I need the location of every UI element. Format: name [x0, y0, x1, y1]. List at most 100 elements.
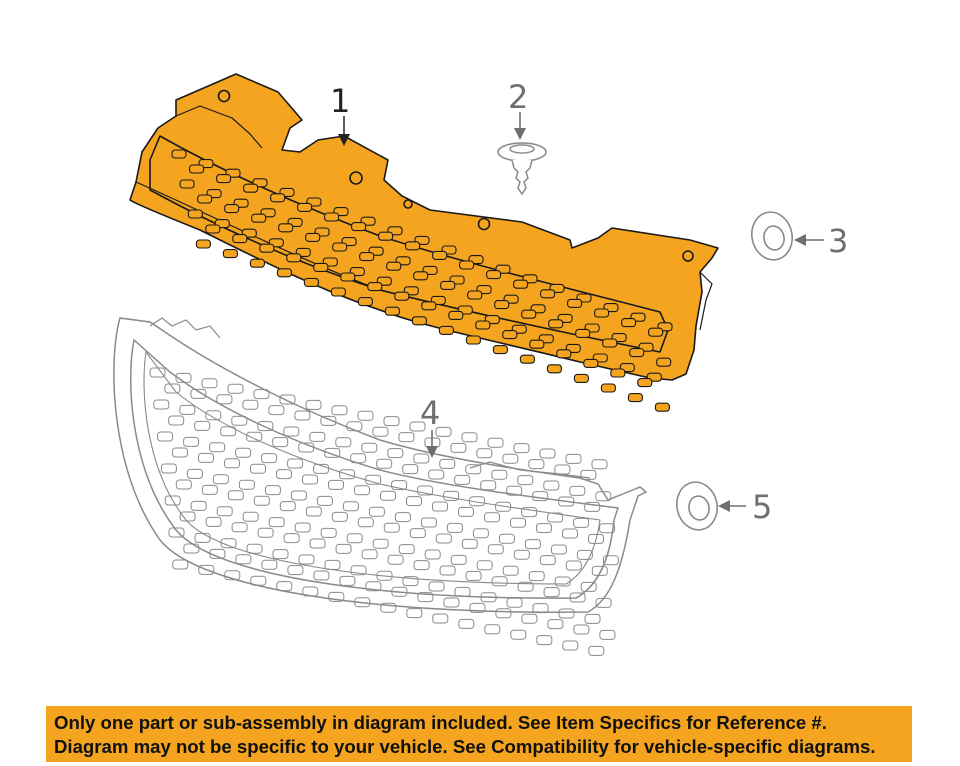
grille-cell	[383, 416, 400, 427]
callout-3-label: 3	[828, 222, 848, 260]
grille-cell	[268, 405, 285, 416]
grille-cell	[540, 289, 556, 299]
grille-cell	[446, 522, 463, 533]
grille-cell	[268, 517, 285, 528]
grille-cell	[417, 485, 434, 496]
grille-cell	[556, 349, 572, 359]
grille-cell	[591, 565, 608, 576]
grille-cell	[357, 297, 373, 307]
grille-cell	[386, 261, 402, 271]
grille-cell	[270, 193, 286, 203]
grille-cell	[458, 506, 474, 517]
grille-cell	[459, 260, 475, 270]
grille-cell	[313, 262, 329, 272]
callout-4-arrowhead	[426, 446, 438, 458]
grille-cell	[532, 491, 549, 502]
grille-cell	[484, 624, 501, 635]
grille-cell	[249, 258, 265, 268]
grille-cell	[259, 243, 275, 253]
grille-cell	[179, 404, 196, 415]
grille-cell	[562, 640, 579, 651]
grille-cell	[562, 528, 578, 539]
grille-cell	[201, 378, 218, 389]
grille-cell	[569, 592, 586, 603]
callout-5-label: 5	[752, 488, 772, 526]
grille-cell	[394, 512, 411, 523]
callout-2: 2	[508, 78, 528, 140]
grille-cell	[261, 559, 278, 570]
grille-cell	[257, 421, 274, 432]
grille-cell	[550, 544, 567, 555]
grille-cell	[251, 213, 267, 223]
grille-cell	[305, 399, 322, 410]
grille-cell	[331, 405, 348, 416]
grille-cell	[495, 608, 512, 619]
grille-cell	[212, 474, 229, 485]
grille-cell	[484, 512, 500, 523]
grille-cell	[205, 516, 222, 527]
grille-cell	[417, 592, 434, 603]
grille-cell	[302, 474, 318, 485]
grille-cell	[201, 484, 218, 495]
grille-cell	[351, 222, 367, 232]
grille-cell	[432, 501, 448, 512]
grille-cell	[521, 309, 537, 319]
grille-cell	[440, 280, 456, 290]
grille-cell	[222, 249, 238, 259]
grille-cell	[391, 586, 408, 597]
grille-cell	[476, 560, 493, 571]
grille-cell	[521, 613, 538, 624]
grille-cell	[517, 581, 534, 592]
grille-cell	[480, 480, 497, 491]
grille-cell	[332, 242, 348, 252]
grille-cell	[465, 464, 482, 475]
grille-cell	[510, 629, 527, 640]
grille-cell	[510, 517, 526, 528]
grille-cell	[529, 339, 545, 349]
grille-cell	[513, 279, 529, 289]
grille-cell	[209, 442, 226, 453]
grille-cell	[368, 506, 385, 517]
grille-cell	[565, 453, 582, 464]
grille-cell	[313, 463, 330, 474]
grille-cell	[261, 453, 278, 464]
grille-cell	[378, 231, 394, 241]
grille-cell	[513, 549, 530, 560]
grille-cell	[297, 202, 313, 212]
grille-cell	[610, 368, 626, 378]
grille-cell	[467, 290, 483, 300]
grommet-part-5	[676, 481, 718, 531]
grille-cell	[357, 410, 374, 421]
grille-cell	[492, 345, 508, 355]
grille-cell	[469, 602, 486, 613]
grille-cell	[257, 527, 274, 538]
grille-cell	[316, 495, 333, 506]
grille-cell	[435, 533, 452, 544]
grille-cell	[432, 250, 448, 260]
grille-cell	[160, 463, 177, 474]
grille-cell	[243, 183, 259, 193]
grille-cell	[224, 458, 240, 469]
upper-grille-part	[129, 73, 719, 412]
grille-cell	[168, 415, 185, 426]
grille-cell	[339, 469, 356, 480]
callout-5-arrowhead	[718, 500, 730, 512]
grille-cell	[359, 252, 375, 262]
grille-cell	[350, 453, 367, 464]
grille-cell	[205, 224, 221, 234]
grille-cell	[502, 330, 518, 340]
grille-cell	[648, 327, 664, 337]
grille-cell	[600, 383, 616, 393]
grille-cell	[413, 453, 430, 464]
grille-cell	[405, 241, 421, 251]
grille-cell	[331, 511, 348, 522]
callout-1-arrowhead	[338, 134, 350, 146]
grille-cell	[524, 539, 541, 550]
grille-cell	[320, 527, 337, 538]
grille-cell	[398, 544, 415, 555]
grille-cell	[340, 272, 356, 282]
grille-cell	[599, 523, 616, 534]
grille-cell	[346, 421, 363, 432]
grille-cell	[250, 575, 267, 586]
grille-cell	[216, 394, 233, 405]
